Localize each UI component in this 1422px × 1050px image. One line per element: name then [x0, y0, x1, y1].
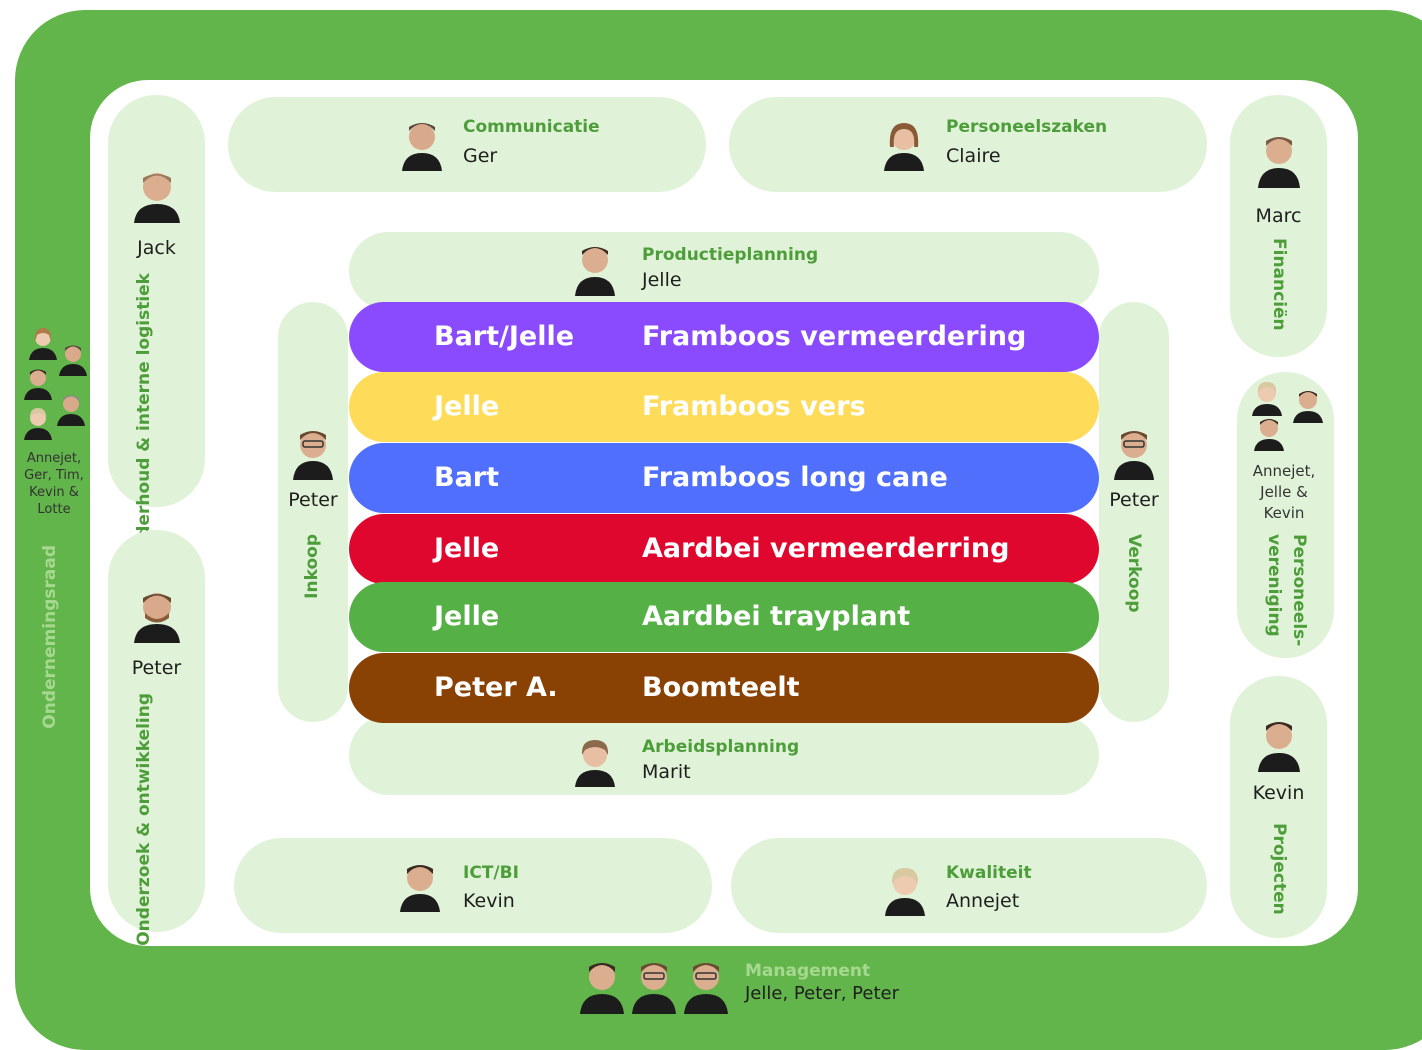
person-avatar-icon — [1114, 431, 1154, 480]
onderhoud-pill: Jack Onderhoud & interne logistiek — [108, 95, 205, 564]
band-label: Framboos long cane — [642, 462, 948, 493]
inkoop-label: Inkoop — [302, 534, 322, 599]
ondernemingsraad-names: Annejet, Ger, Tim, Kevin & Lotte — [24, 451, 84, 517]
person-avatar-icon — [885, 868, 925, 916]
productieplanning-pill: Productieplanning Jelle — [349, 232, 1099, 310]
person-avatar-icon — [575, 740, 615, 787]
ict-bi-pill: ICT/BI Kevin — [234, 838, 712, 933]
band-framboos-long-cane: Bart Framboos long cane — [349, 443, 1099, 513]
person-avatar-icon — [1258, 137, 1300, 188]
communicatie-name: Ger — [463, 145, 498, 167]
person-avatar-icon — [684, 963, 728, 1014]
personeelszaken-pill: Personeelszaken Claire — [729, 97, 1207, 192]
person-avatar-icon — [293, 431, 333, 480]
person-avatar-icon — [1254, 419, 1284, 451]
person-avatar-icon — [24, 408, 52, 440]
inkoop-name: Peter — [288, 489, 338, 511]
arbeidsplanning-name: Marit — [642, 761, 691, 783]
ondernemingsraad-group: Annejet, Ger, Tim, Kevin & Lotte — [20, 322, 90, 522]
person-avatar-icon — [400, 865, 440, 912]
communicatie-pill: Communicatie Ger — [228, 97, 706, 192]
financien-name: Marc — [1255, 205, 1302, 227]
person-avatar-icon — [29, 328, 57, 360]
projecten-name: Kevin — [1252, 782, 1305, 804]
band-owner: Jelle — [434, 601, 500, 632]
ondernemingsraad-label: Ondernemingsraad — [40, 545, 60, 729]
verkoop-pill: Peter Verkoop — [1099, 302, 1169, 722]
band-label: Aardbei trayplant — [642, 601, 911, 632]
person-avatar-icon — [1293, 391, 1323, 423]
kwaliteit-pill: Kwaliteit Annejet — [731, 838, 1207, 933]
person-avatar-icon — [57, 395, 85, 426]
band-owner: Jelle — [434, 533, 500, 564]
verkoop-label: Verkoop — [1124, 534, 1144, 613]
band-aardbei-trayplant: Jelle Aardbei trayplant — [349, 582, 1099, 652]
kwaliteit-title: Kwaliteit — [946, 863, 1032, 883]
band-owner: Jelle — [434, 391, 500, 422]
person-avatar-icon — [24, 369, 52, 400]
onderzoek-label: Onderzoek & ontwikkeling — [134, 693, 154, 946]
onderzoek-name: Peter — [131, 657, 182, 679]
personeelsvereniging-pill: Annejet, Jelle & Kevin Personeels- veren… — [1237, 372, 1334, 658]
band-framboos-vermeerdering: Bart/Jelle Framboos vermeerdering — [349, 302, 1099, 372]
financien-pill: Marc Financiën — [1230, 95, 1327, 357]
band-framboos-vers: Jelle Framboos vers — [349, 372, 1099, 442]
person-avatar-icon — [884, 123, 924, 171]
communicatie-title: Communicatie — [463, 117, 600, 137]
person-avatar-icon — [59, 345, 87, 376]
financien-label: Financiën — [1269, 238, 1289, 331]
person-avatar-icon — [1252, 382, 1282, 416]
band-label: Framboos vers — [642, 391, 866, 422]
onderzoek-pill: Peter Onderzoek & ontwikkeling — [108, 530, 205, 946]
ict-bi-name: Kevin — [463, 890, 515, 912]
band-owner: Peter A. — [434, 672, 558, 703]
band-owner: Bart — [434, 462, 500, 493]
onderhoud-label: Onderhoud & interne logistiek — [134, 273, 154, 565]
management-names: Jelle, Peter, Peter — [745, 983, 899, 1004]
arbeidsplanning-title: Arbeidsplanning — [642, 737, 800, 757]
person-avatar-icon — [632, 963, 676, 1014]
projecten-label: Projecten — [1269, 823, 1289, 915]
ict-bi-title: ICT/BI — [463, 863, 519, 883]
management-avatars — [578, 952, 738, 1014]
productieplanning-name: Jelle — [642, 269, 682, 291]
inkoop-pill: Peter Inkoop — [278, 302, 348, 722]
personeelszaken-name: Claire — [946, 145, 1001, 167]
band-boomteelt: Peter A. Boomteelt — [349, 653, 1099, 723]
person-avatar-icon — [580, 963, 624, 1014]
projecten-pill: Kevin Projecten — [1230, 676, 1327, 938]
personeelsvereniging-names: Annejet, Jelle & Kevin — [1252, 462, 1316, 522]
band-label: Framboos vermeerdering — [642, 321, 1027, 352]
verkoop-name: Peter — [1109, 489, 1159, 511]
person-avatar-icon — [1258, 722, 1300, 772]
person-avatar-icon — [402, 123, 442, 171]
band-aardbei-vermeerderring: Jelle Aardbei vermeerderring — [349, 514, 1099, 584]
person-avatar-icon — [134, 593, 180, 643]
kwaliteit-name: Annejet — [946, 890, 1020, 912]
person-avatar-icon — [575, 247, 615, 296]
arbeidsplanning-pill: Arbeidsplanning Marit — [349, 715, 1099, 795]
person-avatar-icon — [134, 173, 180, 223]
band-label: Boomteelt — [642, 672, 800, 703]
personeelsvereniging-label: Personeels- vereniging — [1264, 534, 1309, 647]
onderhoud-name: Jack — [137, 237, 176, 259]
band-owner: Bart/Jelle — [434, 321, 575, 352]
band-label: Aardbei vermeerderring — [642, 533, 1010, 564]
productieplanning-title: Productieplanning — [642, 245, 819, 265]
management-title: Management — [745, 961, 871, 981]
personeelszaken-title: Personeelszaken — [946, 117, 1108, 137]
